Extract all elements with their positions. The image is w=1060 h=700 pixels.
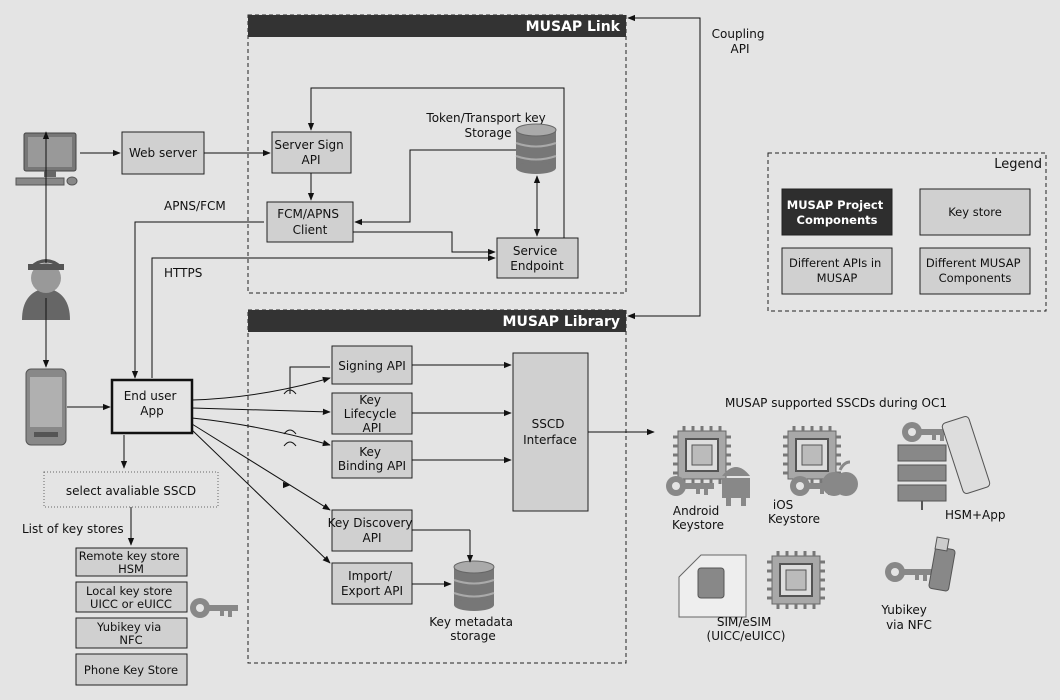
sim-esim-label: SIM/eSIM (UICC/eUICC) — [707, 615, 786, 643]
service-endpoint-label: Service Endpoint — [510, 244, 564, 273]
key-store-yubikey — [75, 617, 188, 649]
musap-library-container: MUSAP Library — [247, 309, 627, 664]
supported-sscds-title: MUSAP supported SSCDs during OC1 — [725, 396, 947, 410]
app-to-discovery-arrow — [191, 423, 331, 511]
ios-keystore-label: iOS Keystore — [768, 498, 820, 526]
storage-to-fcm-arrow — [354, 149, 516, 226]
end-user-app-label: End user App — [124, 389, 181, 418]
phone-icon — [25, 368, 67, 446]
musap-library-title: MUSAP Library — [503, 314, 620, 330]
fcm-apns-client-label: FCM/APNS Client — [277, 207, 343, 237]
end-user-app-box — [110, 378, 194, 435]
key-store-list: Remote key store HSM Local key store UIC… — [75, 547, 188, 686]
list-of-key-stores-label: List of key stores — [22, 522, 124, 536]
app-to-signing-arrow — [191, 376, 331, 401]
ios-keystore-illustration — [781, 424, 858, 496]
sim-esim-illustration — [678, 549, 827, 618]
signing-api-label: Signing API — [338, 359, 406, 373]
key-store-phone — [75, 653, 188, 686]
tablet-icon — [941, 416, 991, 494]
https-label: HTTPS — [164, 266, 202, 280]
legend-title: Legend — [994, 157, 1042, 172]
yubikey-label: Yubikey via NFC — [880, 603, 932, 632]
https-arrow — [151, 254, 496, 378]
key-icon — [885, 562, 933, 582]
signing-api-box — [331, 345, 413, 385]
hsm-app-label: HSM+App — [945, 508, 1006, 522]
coupling-api-label: Coupling API — [712, 27, 769, 56]
server-sign-api-box — [271, 131, 352, 174]
key-binding-api-box — [331, 440, 413, 479]
fcm-push-arrow — [131, 221, 264, 379]
database-icon — [453, 560, 495, 611]
key-lifecycle-api-label: Key Lifecycle API — [344, 393, 400, 435]
import-export-api-box — [331, 562, 413, 605]
svg-text:Local key store UICC or: Local key store UICC or eUICC — [86, 584, 176, 611]
chip-icon — [671, 424, 733, 486]
key-metadata-storage-label: Key metadata storage — [429, 615, 517, 643]
database-icon — [515, 123, 557, 174]
svg-text:Remote key store HSM: Remote key store HSM — [79, 549, 184, 576]
library-connectors — [191, 361, 655, 588]
legend: Legend MUSAP Project Components Key stor… — [767, 152, 1047, 312]
key-binding-api-label: Key Binding API — [338, 445, 406, 473]
computer-icon — [15, 132, 78, 186]
sscd-interface-box — [512, 352, 589, 512]
coupling-api-arrow — [627, 14, 701, 320]
import-export-api-label: Import/ Export API — [341, 569, 403, 598]
yubikey-illustration — [885, 536, 956, 592]
hsm-app-illustration — [897, 416, 991, 510]
legend-key-store-label: Key store — [948, 205, 1002, 219]
app-to-lifecycle-arrow — [191, 407, 331, 415]
select-sscd-label: select avaliable SSCD — [66, 484, 196, 498]
select-sscd-box — [43, 471, 219, 508]
legend-apis-label: Different APIs in MUSAP — [789, 256, 885, 285]
server-sign-api-label: Server Sign API — [274, 138, 347, 167]
endpoint-to-signapi-arrow — [307, 87, 565, 238]
musap-link-container: MUSAP Link — [247, 14, 627, 294]
android-icon — [722, 467, 750, 506]
legend-project-components-swatch — [781, 188, 893, 236]
apple-icon — [822, 460, 858, 496]
legend-key-store-swatch — [919, 188, 1031, 236]
usb-key-icon — [928, 536, 956, 592]
sim-icon — [678, 554, 747, 618]
legend-components-swatch — [919, 247, 1031, 295]
android-keystore-label: Android Keystore — [672, 504, 724, 532]
sscd-interface-label: SSCD Interface — [523, 417, 577, 447]
library-bus-line — [289, 366, 330, 394]
musap-link-title: MUSAP Link — [526, 19, 621, 35]
link-connectors — [42, 14, 701, 379]
server-icon — [897, 444, 947, 510]
chip-icon — [765, 549, 827, 611]
fcm-apns-client-box — [266, 201, 354, 243]
key-icon — [190, 598, 238, 618]
legend-apis-swatch — [781, 247, 893, 295]
app-to-import-arrow — [191, 429, 331, 564]
apns-fcm-label: APNS/FCM — [164, 199, 226, 213]
key-discovery-api-box — [331, 509, 413, 552]
fcm-to-endpoint-arrow — [353, 231, 496, 256]
app-to-binding-arrow — [191, 417, 331, 447]
svg-text:Phone Key Store: Phone Key Store — [84, 663, 178, 677]
legend-project-components-label: MUSAP Project Components — [787, 198, 887, 227]
svg-text:Yubikey via NFC: Yubikey via NFC — [96, 620, 165, 647]
token-storage-label: Token/Transport key Storage — [425, 111, 549, 140]
android-keystore-illustration — [666, 424, 750, 506]
service-endpoint-box — [496, 237, 579, 279]
legend-components-label: Different MUSAP Components — [926, 256, 1024, 285]
key-store-remote-hsm — [75, 547, 188, 577]
key-discovery-api-label: Key Discovery API — [328, 516, 417, 545]
web-server-label: Web server — [129, 146, 197, 160]
key-store-local-uicc — [75, 581, 188, 613]
